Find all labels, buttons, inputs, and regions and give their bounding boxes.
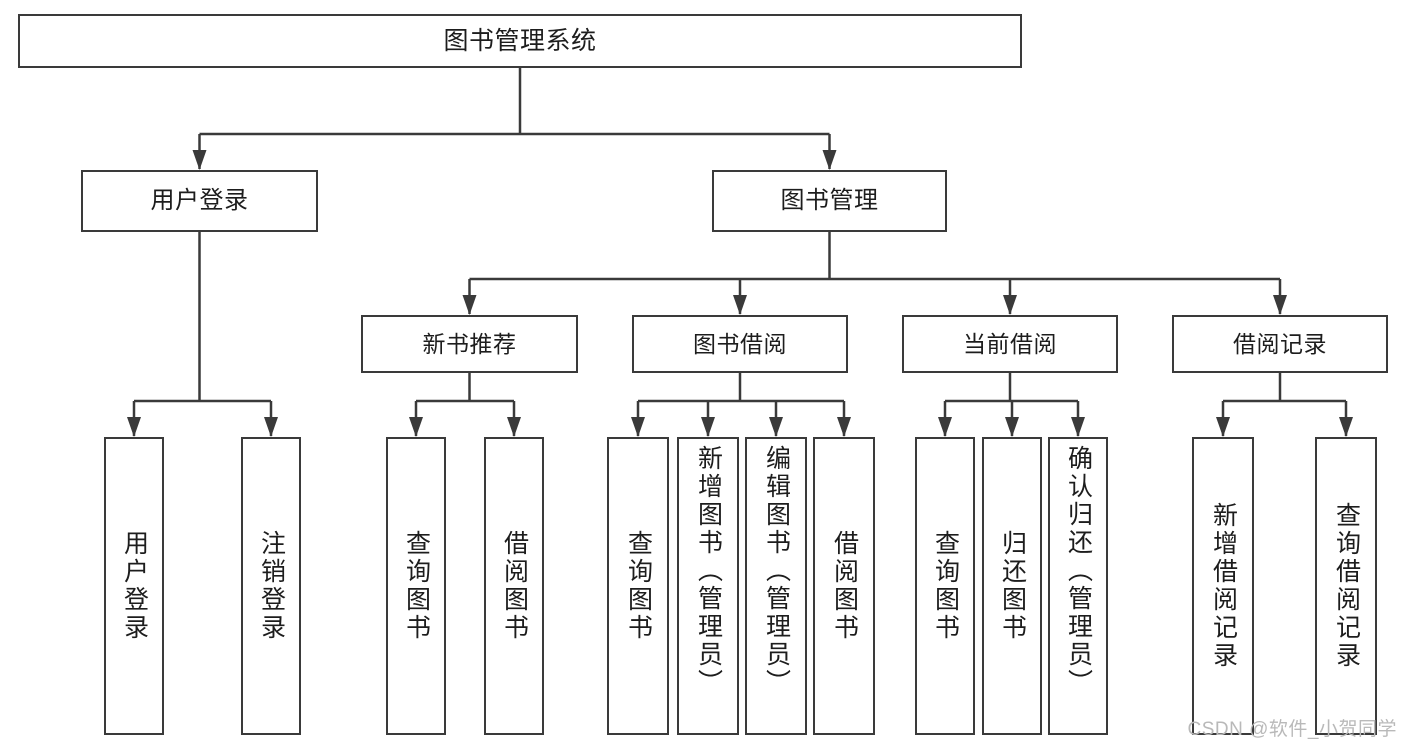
node-label: 查询图书 [402,530,431,642]
node-label: 借阅图书 [830,530,859,642]
node-label: 新增图书（管理员） [694,445,723,697]
node-leaf-confirm-return[interactable]: 确认归还（管理员） [1048,437,1108,735]
node-leaf-query-book-2[interactable]: 查询图书 [607,437,669,735]
node-user-login[interactable]: 用户登录 [81,170,318,232]
node-label: 查询图书 [624,530,653,642]
node-leaf-borrow-book-2[interactable]: 借阅图书 [813,437,875,735]
node-label: 新增借阅记录 [1209,502,1238,670]
node-label: 编辑图书（管理员） [762,445,791,697]
node-leaf-return-book[interactable]: 归还图书 [982,437,1042,735]
node-leaf-edit-book[interactable]: 编辑图书（管理员） [745,437,807,735]
node-leaf-user-login[interactable]: 用户登录 [104,437,164,735]
node-root[interactable]: 图书管理系统 [18,14,1022,68]
node-label: 用户登录 [120,530,149,642]
node-book-borrow[interactable]: 图书借阅 [632,315,848,373]
node-leaf-user-logout[interactable]: 注销登录 [241,437,301,735]
node-leaf-query-record[interactable]: 查询借阅记录 [1315,437,1377,735]
node-label: 注销登录 [257,530,286,642]
node-new-book-recommend[interactable]: 新书推荐 [361,315,578,373]
node-label: 图书管理 [780,187,879,215]
node-label: 归还图书 [998,530,1027,642]
node-label: 用户登录 [150,187,249,215]
node-leaf-add-book[interactable]: 新增图书（管理员） [677,437,739,735]
node-label: 图书管理系统 [443,26,597,55]
node-label: 查询图书 [931,530,960,642]
node-label: 查询借阅记录 [1332,502,1361,670]
node-leaf-query-book-1[interactable]: 查询图书 [386,437,446,735]
node-current-borrow[interactable]: 当前借阅 [902,315,1118,373]
node-label: 借阅图书 [500,530,529,642]
node-label: 借阅记录 [1233,330,1327,357]
node-label: 当前借阅 [963,330,1057,357]
node-leaf-borrow-book-1[interactable]: 借阅图书 [484,437,544,735]
node-label: 图书借阅 [693,330,787,357]
node-borrow-record[interactable]: 借阅记录 [1172,315,1388,373]
node-label: 确认归还（管理员） [1064,445,1093,697]
node-leaf-add-record[interactable]: 新增借阅记录 [1192,437,1254,735]
node-book-manage[interactable]: 图书管理 [712,170,947,232]
node-label: 新书推荐 [422,330,517,357]
node-leaf-query-book-3[interactable]: 查询图书 [915,437,975,735]
watermark: CSDN @软件_小贺同学 [1187,719,1397,740]
